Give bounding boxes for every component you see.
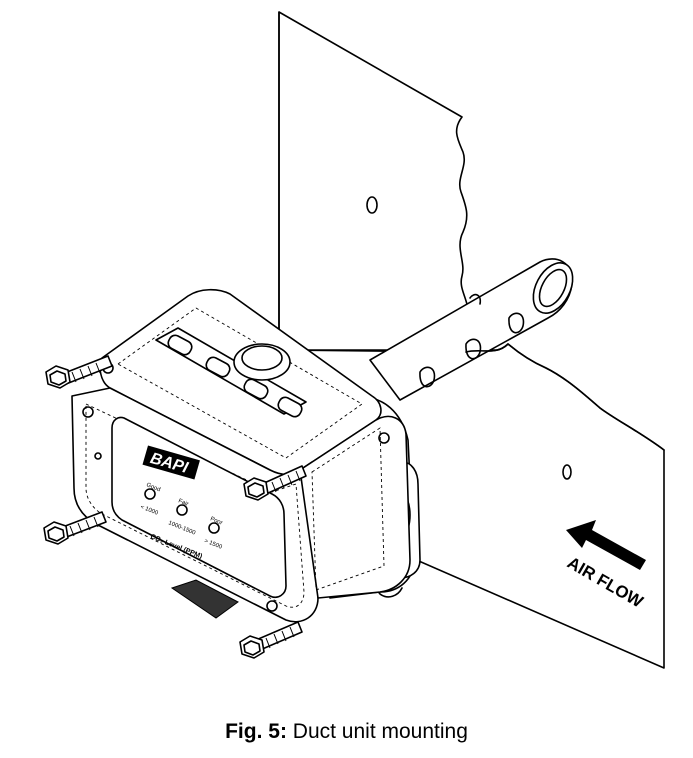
led-fair bbox=[176, 504, 188, 516]
cable-gland bbox=[233, 343, 291, 381]
led-poor bbox=[208, 522, 220, 534]
mounting-screw-upper-left bbox=[45, 355, 113, 389]
indicator-good-title: Good bbox=[145, 482, 161, 493]
indicator-fair-title: Fair bbox=[177, 498, 189, 507]
wall-hole-lower bbox=[562, 464, 572, 480]
probe-slot bbox=[508, 312, 525, 334]
wall-hole-upper bbox=[366, 196, 378, 214]
airflow-arrow-icon bbox=[566, 520, 646, 570]
duct-mounting-diagram: .ln { fill: none; stroke: #000; stroke-w… bbox=[43, 11, 665, 669]
figure-caption: Fig. 5: Duct unit mounting bbox=[0, 720, 693, 744]
indicator-poor-title: Poor bbox=[209, 516, 223, 526]
probe-slot bbox=[469, 293, 482, 305]
hinge bbox=[155, 327, 307, 418]
probe-slot bbox=[465, 338, 482, 360]
mounting-screw-lower-left bbox=[43, 511, 107, 545]
caption-label: Fig. 5: bbox=[225, 720, 287, 743]
gasket bbox=[170, 579, 239, 619]
probe-tube bbox=[369, 258, 665, 451]
mounting-screw-bottom bbox=[239, 621, 303, 659]
caption-text: Duct unit mounting bbox=[286, 720, 468, 743]
led-good bbox=[144, 488, 156, 500]
mounting-screw-right bbox=[243, 465, 307, 501]
probe-slot bbox=[419, 366, 436, 388]
